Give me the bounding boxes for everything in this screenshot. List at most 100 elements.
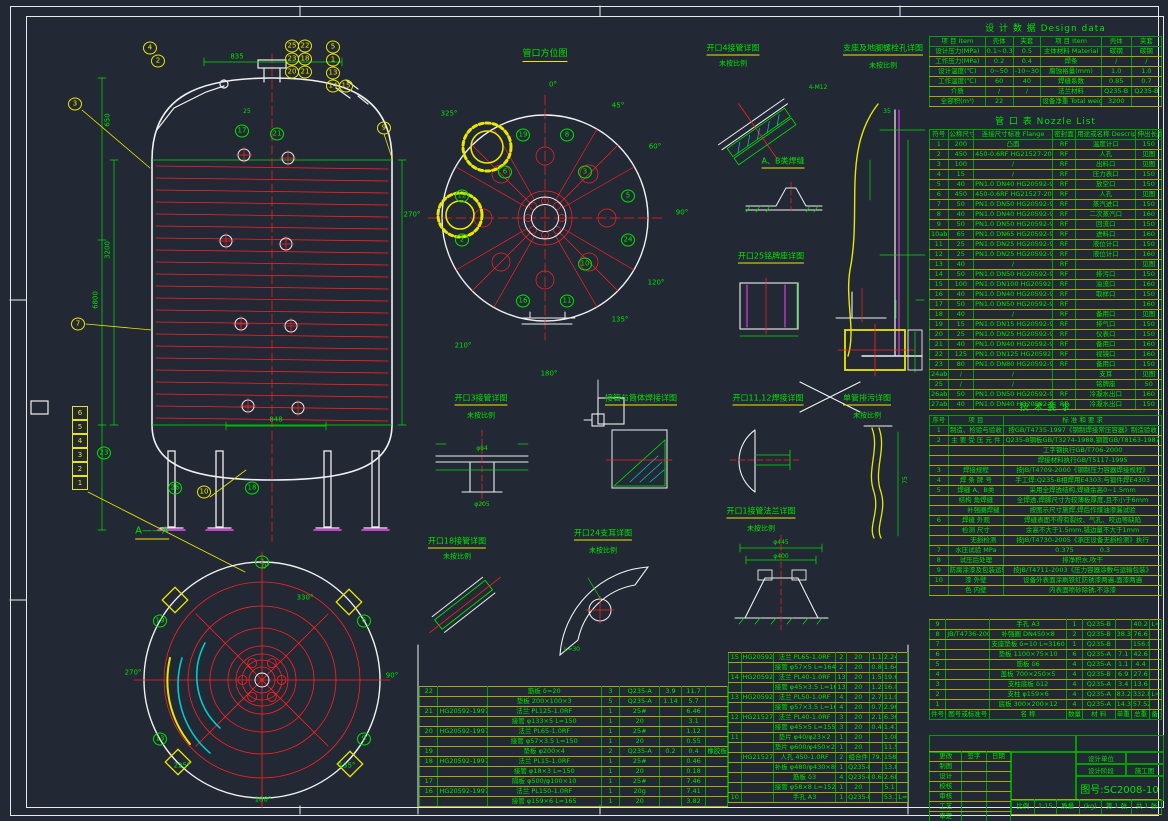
drawing-label: 45° [611,101,625,110]
table-cell [869,732,883,743]
sheet-marks [9,5,909,815]
table-cell [1149,699,1162,710]
drawing-label: φ205 [474,501,490,508]
drawing-label: 270° [124,668,142,677]
item-balloon: 22 [298,39,312,53]
table-cell: 150 [1135,199,1162,210]
table-cell [705,796,728,807]
table-cell: 7.41 [680,786,707,797]
table-cell: 40 [1012,76,1042,87]
drawing-label: 单管排污详图 [843,394,891,406]
table-cell: 5 [929,485,949,496]
table-cell: Q235-B [1130,86,1163,97]
table-cell: 24ab [929,369,949,380]
bom-right-table: 9手孔 A31Q235-B40.2L=172.68JB/T4736-2002补强… [928,619,1162,720]
table-cell: RF [1051,299,1077,310]
table-cell: 密封面 [1051,129,1077,140]
table-cell: 1 [600,756,621,767]
table-cell: 1 [600,726,621,737]
drawing-label: 225° [173,761,191,770]
table-cell: 质量 [1056,799,1080,815]
table-cell: 160 [1135,279,1162,290]
detail-blowdown [863,425,899,539]
table-cell: PN1.0 DN40 HG20592-97 [973,179,1053,190]
table-cell: 18 [929,309,949,320]
table-cell: 凸面 [973,139,1053,150]
table-cell: 见图 [1135,369,1162,380]
table-cell: 组合件 [846,752,871,763]
table-cell: 6 [929,515,949,526]
drawing-label: 325° [440,109,458,118]
table-cell: 签字 [961,751,987,762]
table-cell: Q235-B [846,772,871,783]
table-cell: 主 要 受 压 元 件 [947,435,1005,446]
table-cell: 序号 [929,415,949,426]
table-cell: 橡胶板 [705,746,728,757]
table-cell [705,706,728,717]
table-cell: 160 [1135,299,1162,310]
table-cell: 5.7 [680,696,707,707]
drawing-label: φ400 [773,553,789,560]
table-cell: 57.52 [1130,699,1151,710]
table-cell: 450-0.6RF HG21527-2005 [973,149,1053,160]
item-balloon: 11 [560,294,574,308]
table-cell: RF [1051,189,1077,200]
table-cell: 13.6 [1130,679,1151,690]
table-cell: 150 [1135,239,1162,250]
table-cell: 200 [947,139,975,150]
table-cell: 0.2 [659,746,682,757]
drawing-label: 未按比例 [719,59,747,68]
table-cell: HG20592-1997 [437,786,488,797]
table-cell: 水压试验 MPa [947,545,1005,556]
table-cell: 160 [1135,249,1162,260]
table-cell: 8 [929,209,949,220]
table-cell: 见图 [1135,149,1162,160]
item-balloon: 8 [560,128,574,142]
table-cell: 3 [835,712,848,723]
table-cell [896,762,908,773]
table-cell [728,782,742,793]
table-cell: PN1.0 DN25 HG20592-97 [973,239,1053,250]
item-balloon: 19 [153,614,167,628]
table-cell: Q235-B钢板GB/T3274-1988,钢管GB/T8163-1987 [1003,435,1162,446]
table-cell [945,689,991,700]
table-cell: 20 [846,732,871,743]
table-cell: 1.14 [659,696,682,707]
table-cell: 伸出长度 Length [1135,129,1162,140]
table-cell: 更改 [928,751,963,762]
table-cell [437,746,488,757]
design-data-title: 设 计 数 据 Design data [985,24,1106,34]
table-cell: 3 [835,722,848,733]
detail-weld-ab [745,181,823,215]
table-cell: 总重 [1130,709,1151,720]
table-cell [705,716,728,727]
table-cell: 法兰 PL65-1.0RF [486,726,602,737]
table-cell: 4 [929,169,949,180]
table-cell [728,662,742,673]
table-cell: 审定 [928,811,963,821]
table-cell: 日期 [985,751,1012,762]
title-block-mid-blank [1011,751,1077,801]
table-cell: 4 [1065,659,1084,670]
table-cell: 450 [947,149,975,160]
drawing-label: 60° [648,142,662,151]
table-cell [659,706,682,717]
table-cell: 1.64 [881,662,898,673]
table-cell: RF [1051,309,1077,320]
table-cell: 450 [947,189,975,200]
table-cell: HG20592-1997 [740,672,774,683]
table-cell [929,445,949,456]
table-cell: 100 [947,159,975,170]
table-cell: / [973,159,1053,170]
table-cell: 3 [929,465,949,476]
table-cell [418,796,439,807]
item-balloon: 12 [455,189,469,203]
table-cell [896,662,908,673]
table-cell: 16 [418,786,439,797]
item-balloon: 14 [326,79,340,93]
table-cell: 7 [929,545,949,556]
item-balloon: 2 [455,233,469,247]
drawing-label: φ445 [773,539,789,546]
